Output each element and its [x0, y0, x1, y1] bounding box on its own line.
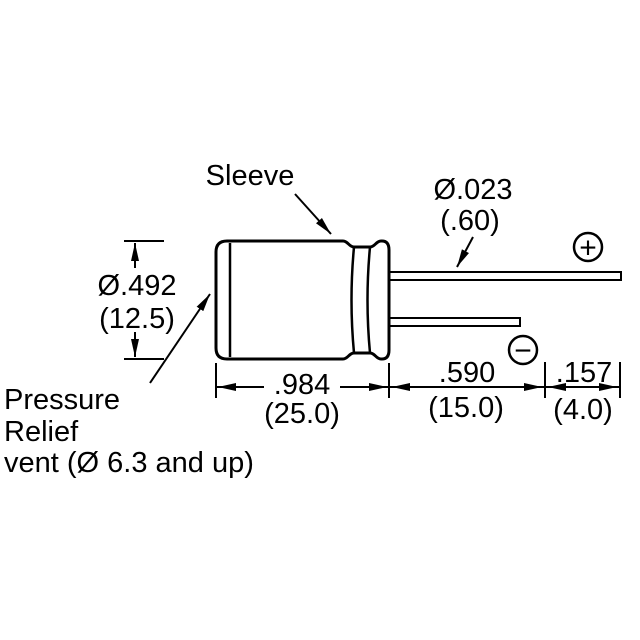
capacitor-drawing: [214, 239, 622, 361]
label-break: [264, 370, 340, 400]
body-diameter-dimension: [124, 240, 164, 360]
lead-diameter-value-mm: (.60): [440, 205, 500, 237]
negative-polarity-icon: [507, 334, 539, 366]
positive-polarity-icon: [572, 231, 604, 263]
sleeve-label: Sleeve: [206, 160, 295, 192]
pressure-relief-label-line3: vent (Ø 6.3 and up): [4, 447, 254, 479]
body-diameter-value-mm: (12.5): [99, 303, 175, 335]
lead-length-value-in: .590: [439, 357, 495, 389]
pressure-relief-leader-arrow: [149, 293, 211, 384]
negative-symbol: −: [514, 335, 532, 368]
positive-symbol: +: [579, 232, 597, 265]
pressure-relief-label-line1: Pressure: [4, 384, 120, 416]
sleeve-leader-arrow: [294, 193, 332, 235]
polarity-marks: + −: [507, 231, 604, 368]
lead-offset-value-mm: (4.0): [553, 394, 613, 426]
crimp-line-right: [366, 246, 372, 354]
capacitor-body: [214, 239, 391, 361]
lead-length-value-mm: (15.0): [428, 392, 504, 424]
body-length-value-mm: (25.0): [264, 398, 340, 430]
positive-lead: [388, 271, 622, 281]
lead-diameter-value-in: Ø.023: [434, 174, 513, 206]
body-diameter-value-in: Ø.492: [98, 270, 177, 302]
body-length-value-in: .984: [274, 369, 330, 401]
lead-diameter-leader-arrow: [456, 236, 474, 268]
lead-offset-value-in: .157: [556, 357, 612, 389]
negative-lead: [388, 317, 521, 327]
crimp-line-left: [350, 246, 356, 354]
pressure-relief-label-line2: Relief: [4, 416, 79, 448]
